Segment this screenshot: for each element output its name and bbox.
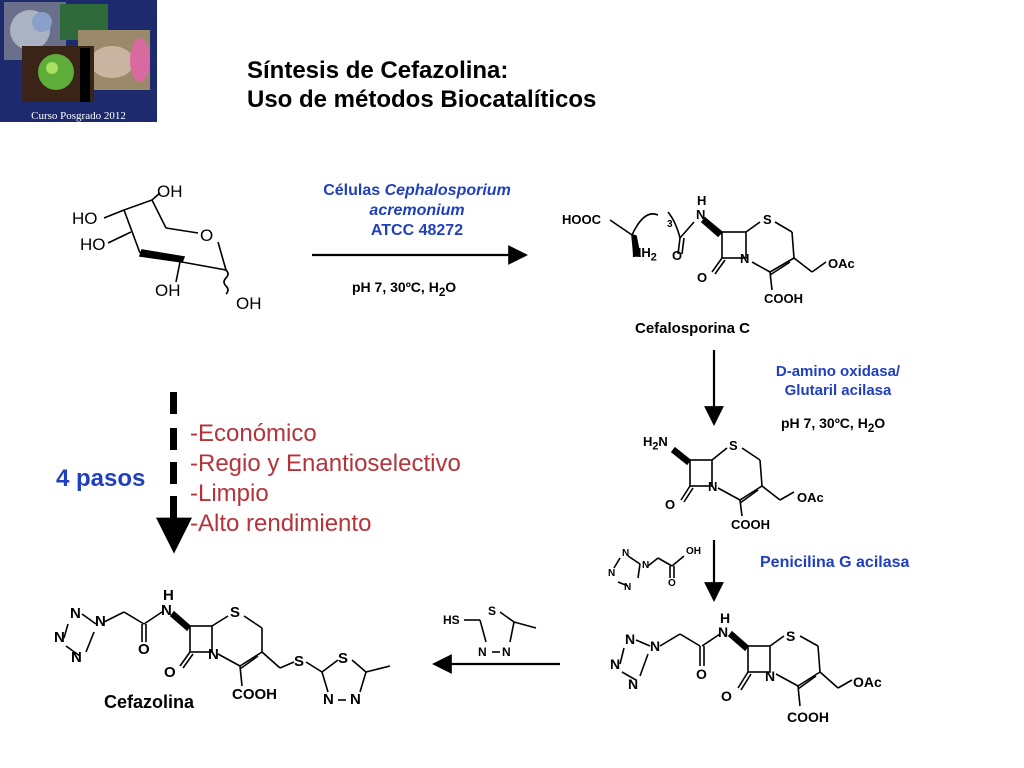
summary-dashes bbox=[170, 392, 177, 518]
logo-image bbox=[0, 0, 157, 122]
intermediate-structure bbox=[619, 630, 853, 707]
advantages-list: -Económico -Regio y Enantioselectivo -Li… bbox=[190, 419, 461, 539]
step1-reagent: Células Cephalosporium acremonium ATCC 4… bbox=[304, 181, 530, 241]
thiadiazole-thiol-structure bbox=[464, 611, 537, 653]
glucose-structure bbox=[103, 192, 229, 295]
tetrazolylacetic-acid-structure bbox=[613, 555, 685, 587]
title-line-2: Uso de métodos Biocatalíticos bbox=[247, 86, 597, 113]
step2-enzymes: D-amino oxidasa/ Glutaril acilasa bbox=[775, 363, 901, 399]
title-line-1: Síntesis de Cefazolina: bbox=[247, 57, 509, 84]
organism-genus: Cephalosporium bbox=[384, 182, 511, 199]
advantage-item: -Alto rendimiento bbox=[190, 510, 372, 537]
organism-species: acremonium bbox=[369, 202, 465, 219]
course-logo: Curso Posgrado 2012 bbox=[0, 0, 157, 122]
advantage-item: -Limpio bbox=[190, 480, 269, 507]
cephalosporin-c-structure bbox=[609, 211, 827, 291]
cephalosporin-c-name: Cefalosporina C bbox=[635, 320, 751, 337]
cefazolin-structure bbox=[63, 610, 391, 701]
step3-enzyme: Penicilina G acilasa bbox=[760, 554, 910, 571]
steps-count: 4 pasos bbox=[56, 465, 146, 492]
logo-caption: Curso Posgrado 2012 bbox=[31, 110, 126, 122]
advantage-item: -Económico bbox=[190, 420, 317, 447]
strain-label: ATCC 48272 bbox=[370, 222, 464, 239]
7-aca-structure bbox=[670, 446, 795, 517]
cefazolin-name: Cefazolina bbox=[104, 692, 195, 712]
advantage-item: -Regio y Enantioselectivo bbox=[190, 450, 461, 477]
step1-conditions: pH 7, 30ºC, H2O bbox=[352, 279, 457, 299]
slide-title: Síntesis de Cefazolina: Uso de métodos B… bbox=[247, 56, 596, 114]
step2-conditions: pH 7, 30ºC, H2O bbox=[781, 415, 886, 435]
